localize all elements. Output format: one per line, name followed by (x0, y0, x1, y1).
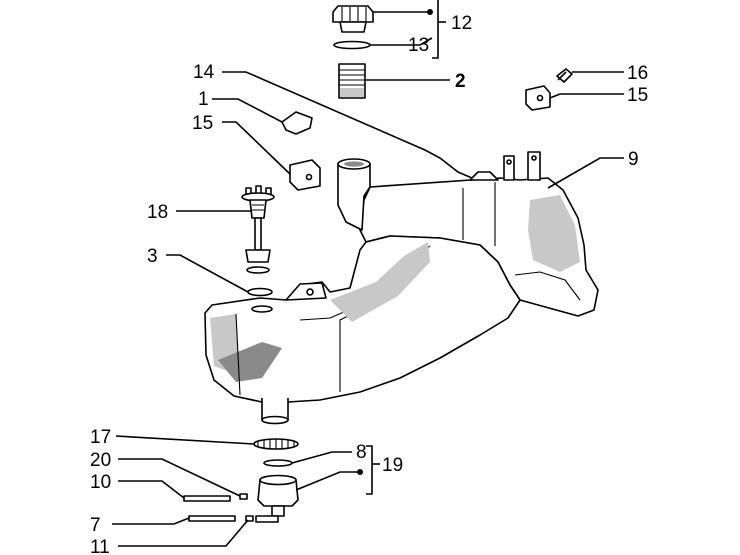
label-part-14: 14 (193, 62, 215, 83)
label-part-17: 17 (90, 427, 111, 448)
part-2-filter (338, 63, 366, 99)
label-part-1: 1 (198, 89, 209, 110)
part-1-clip (281, 111, 313, 135)
label-part-13: 13 (408, 35, 429, 56)
label-part-3: 3 (147, 246, 158, 267)
label-part-10: 10 (90, 472, 111, 493)
leader-lines (112, 0, 624, 547)
part-19-fuel-tap (255, 474, 299, 523)
label-part-18: 18 (147, 202, 168, 223)
part-14-breather-hose (424, 149, 473, 179)
label-part-11: 11 (90, 537, 110, 555)
label-part-19: 19 (382, 455, 403, 476)
label-part-15-left: 15 (192, 113, 213, 134)
part-3-washer (247, 287, 273, 297)
part-20-clamp (239, 493, 248, 500)
part-15-bracket-right (525, 85, 551, 111)
label-part-12: 12 (451, 13, 472, 34)
label-part-15-right: 15 (627, 85, 648, 106)
part-17-ring-nut (253, 438, 299, 450)
part-18-fuel-sender (241, 185, 275, 274)
part-8-gasket (263, 459, 293, 467)
label-part-7: 7 (90, 515, 101, 536)
part-15-bracket (289, 159, 321, 191)
label-part-9: 9 (628, 149, 639, 170)
label-part-8: 8 (356, 442, 367, 463)
part-10-strap (183, 495, 231, 502)
part-13-cap-gasket (333, 40, 371, 50)
part-16-screw (556, 68, 573, 83)
label-part-2: 2 (455, 71, 466, 92)
part-11-clamp (245, 515, 254, 522)
label-part-16: 16 (627, 63, 648, 84)
part-12-fuel-cap (332, 5, 374, 33)
label-part-20: 20 (90, 450, 111, 471)
part-7-strap (188, 515, 236, 522)
fuel-tank (204, 151, 599, 425)
